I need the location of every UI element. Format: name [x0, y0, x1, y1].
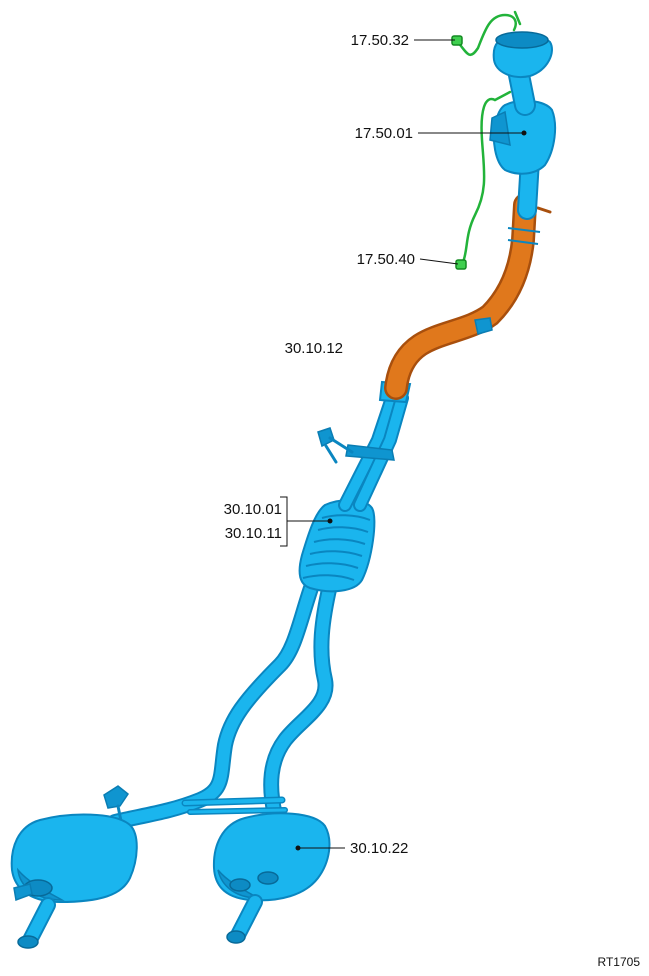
center-resonator: [298, 499, 376, 593]
label-upper-sensor: 17.50.32: [351, 32, 409, 49]
label-catalyst: 17.50.01: [355, 125, 413, 142]
label-center-a: 30.10.01: [224, 501, 282, 518]
front-pipe-highlighted: [384, 193, 552, 400]
tailpipe-right-branch: [263, 577, 338, 823]
label-rear-muffler: 30.10.22: [350, 840, 408, 857]
mid-twin-pipes: [338, 391, 409, 512]
catalytic-converter: [489, 31, 557, 220]
lower-sensor-wire: [455, 90, 512, 270]
label-front-pipe: 30.10.12: [285, 340, 343, 357]
label-center-b: 30.10.11: [225, 525, 282, 542]
mid-hanger-bracket: [317, 427, 354, 464]
lower-sensor-connector: [455, 259, 467, 270]
leader-lines: [280, 39, 527, 851]
rear-muffler-right: [212, 812, 331, 944]
rear-muffler-left: [10, 813, 138, 949]
tailpipe-left-branch: [107, 577, 320, 830]
upper-sensor-wire: [451, 10, 522, 57]
cross-brace: [181, 796, 288, 815]
label-lower-sensor: 17.50.40: [357, 251, 415, 268]
leader-17-50-40: [419, 258, 459, 265]
figure-code: RT1705: [598, 955, 641, 969]
